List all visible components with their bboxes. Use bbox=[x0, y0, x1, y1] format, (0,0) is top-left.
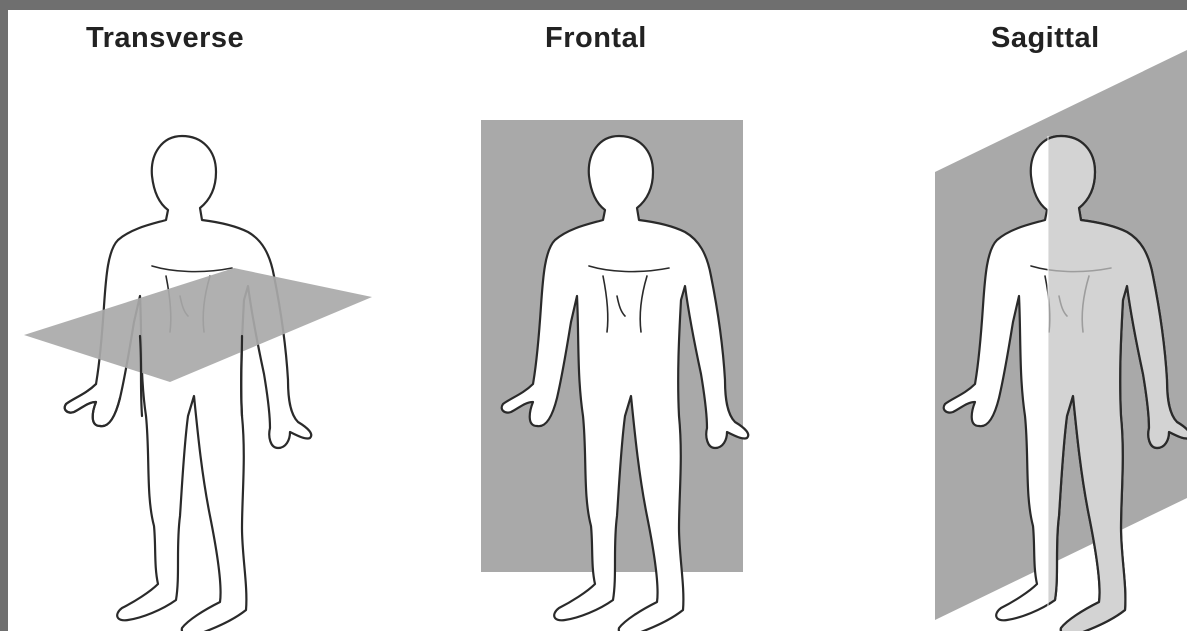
transverse-figure bbox=[8, 10, 428, 631]
diagram-canvas: Transverse Frontal Sagittal bbox=[8, 10, 1187, 631]
human-body-outline bbox=[65, 136, 312, 631]
frontal-figure bbox=[408, 10, 798, 631]
transverse-plane bbox=[24, 268, 372, 382]
sagittal-figure bbox=[808, 10, 1187, 631]
